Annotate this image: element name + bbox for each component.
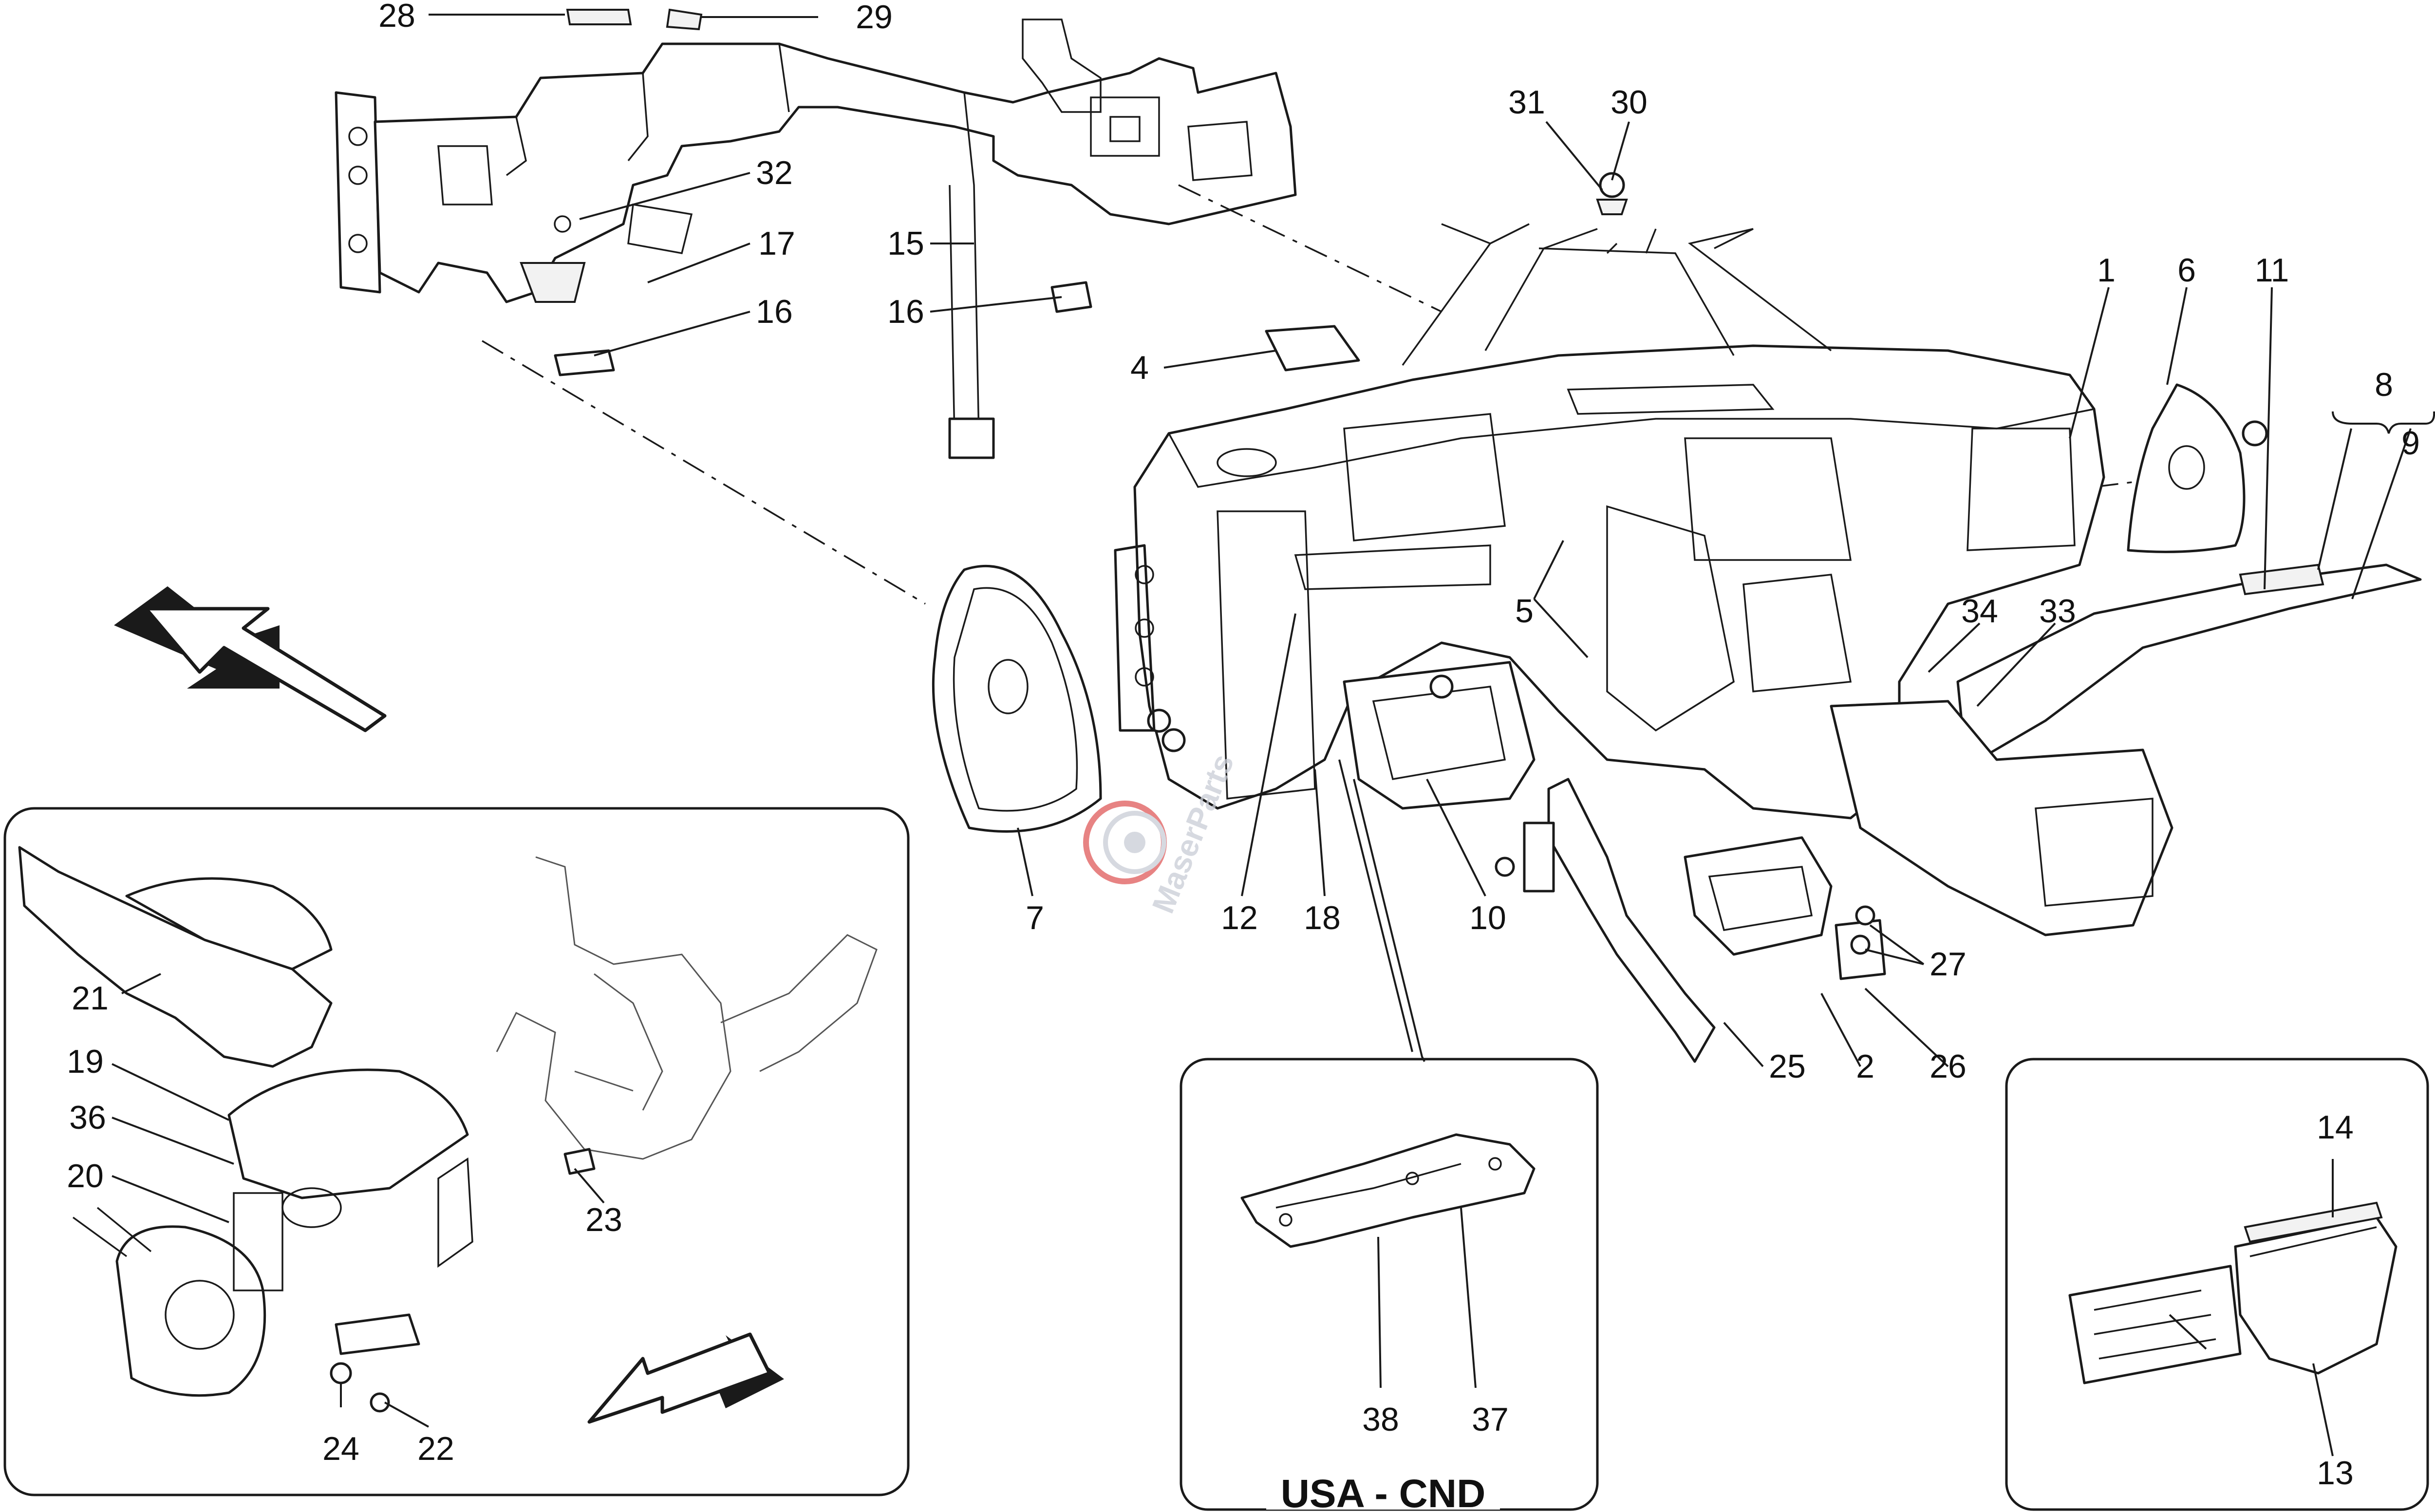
callout: 16 (887, 293, 924, 330)
callout: 27 (1929, 946, 1967, 983)
steering-support-ghost (496, 856, 878, 1175)
callout: 23 (585, 1201, 622, 1238)
callout: 22 (417, 1430, 454, 1467)
climate-control-parts (2068, 1201, 2398, 1384)
callout: 11 (2255, 252, 2289, 289)
callout: 19 (67, 1043, 104, 1080)
callout-numbers: 28 29 32 17 15 16 16 4 31 30 1 6 11 8 9 … (67, 0, 2420, 1492)
callout: 21 (72, 980, 109, 1017)
left-end-cap (932, 565, 1102, 833)
callout-brace-8-9 (2332, 411, 2435, 434)
callout: 18 (1304, 899, 1341, 936)
watermark-logo: MaserParts (1083, 749, 1241, 918)
callout: 8 (2375, 366, 2393, 403)
callout: 29 (856, 0, 893, 36)
right-trim-pieces (1830, 563, 2422, 936)
callout: 33 (2039, 593, 2076, 630)
callout: 36 (69, 1099, 106, 1136)
usa-cnd-panel (1180, 1058, 1599, 1511)
usa-cnd-title-bg (1266, 1475, 1500, 1510)
usa-cnd-title: USA - CND (1281, 1472, 1486, 1512)
callout: 34 (1961, 593, 1998, 630)
callout: 31 (1508, 84, 1545, 121)
callout: 5 (1515, 593, 1534, 630)
steering-column-parts (18, 846, 473, 1413)
callout: 38 (1362, 1401, 1399, 1438)
center-bezel (1343, 661, 1536, 810)
callout: 32 (756, 154, 793, 191)
callout: 14 (2317, 1109, 2354, 1146)
leader-lines (112, 14, 2412, 1456)
small-frame-parts (554, 8, 1628, 376)
callout: 16 (756, 293, 793, 330)
centre-top-bracket (1265, 325, 1360, 372)
callout: 10 (1469, 899, 1506, 936)
callout: 26 (1929, 1048, 1967, 1085)
callout: 2 (1856, 1048, 1874, 1085)
callout: 1 (2097, 252, 2116, 289)
callout: 4 (1130, 349, 1149, 386)
callout: 25 (1769, 1048, 1806, 1085)
callout: 28 (378, 0, 415, 34)
top-v-lines (1402, 223, 1832, 366)
callout: 9 (2401, 425, 2420, 462)
callout: 6 (2177, 252, 2196, 289)
dashboard-assembly (1114, 344, 2105, 820)
callout: 37 (1472, 1401, 1509, 1438)
usa-cnd-bracket (1240, 1133, 1536, 1248)
right-end-cap (2127, 383, 2268, 553)
callout: 30 (1611, 84, 1648, 121)
callout: 12 (1221, 899, 1258, 936)
callout: 13 (2317, 1455, 2354, 1492)
cross-car-beam (335, 19, 1297, 459)
callout: 17 (758, 225, 795, 262)
callout: 24 (322, 1430, 359, 1467)
lower-brackets (1495, 778, 1886, 1063)
callout: 15 (887, 225, 924, 262)
callout: 20 (67, 1157, 104, 1195)
callout: 7 (1026, 899, 1044, 936)
